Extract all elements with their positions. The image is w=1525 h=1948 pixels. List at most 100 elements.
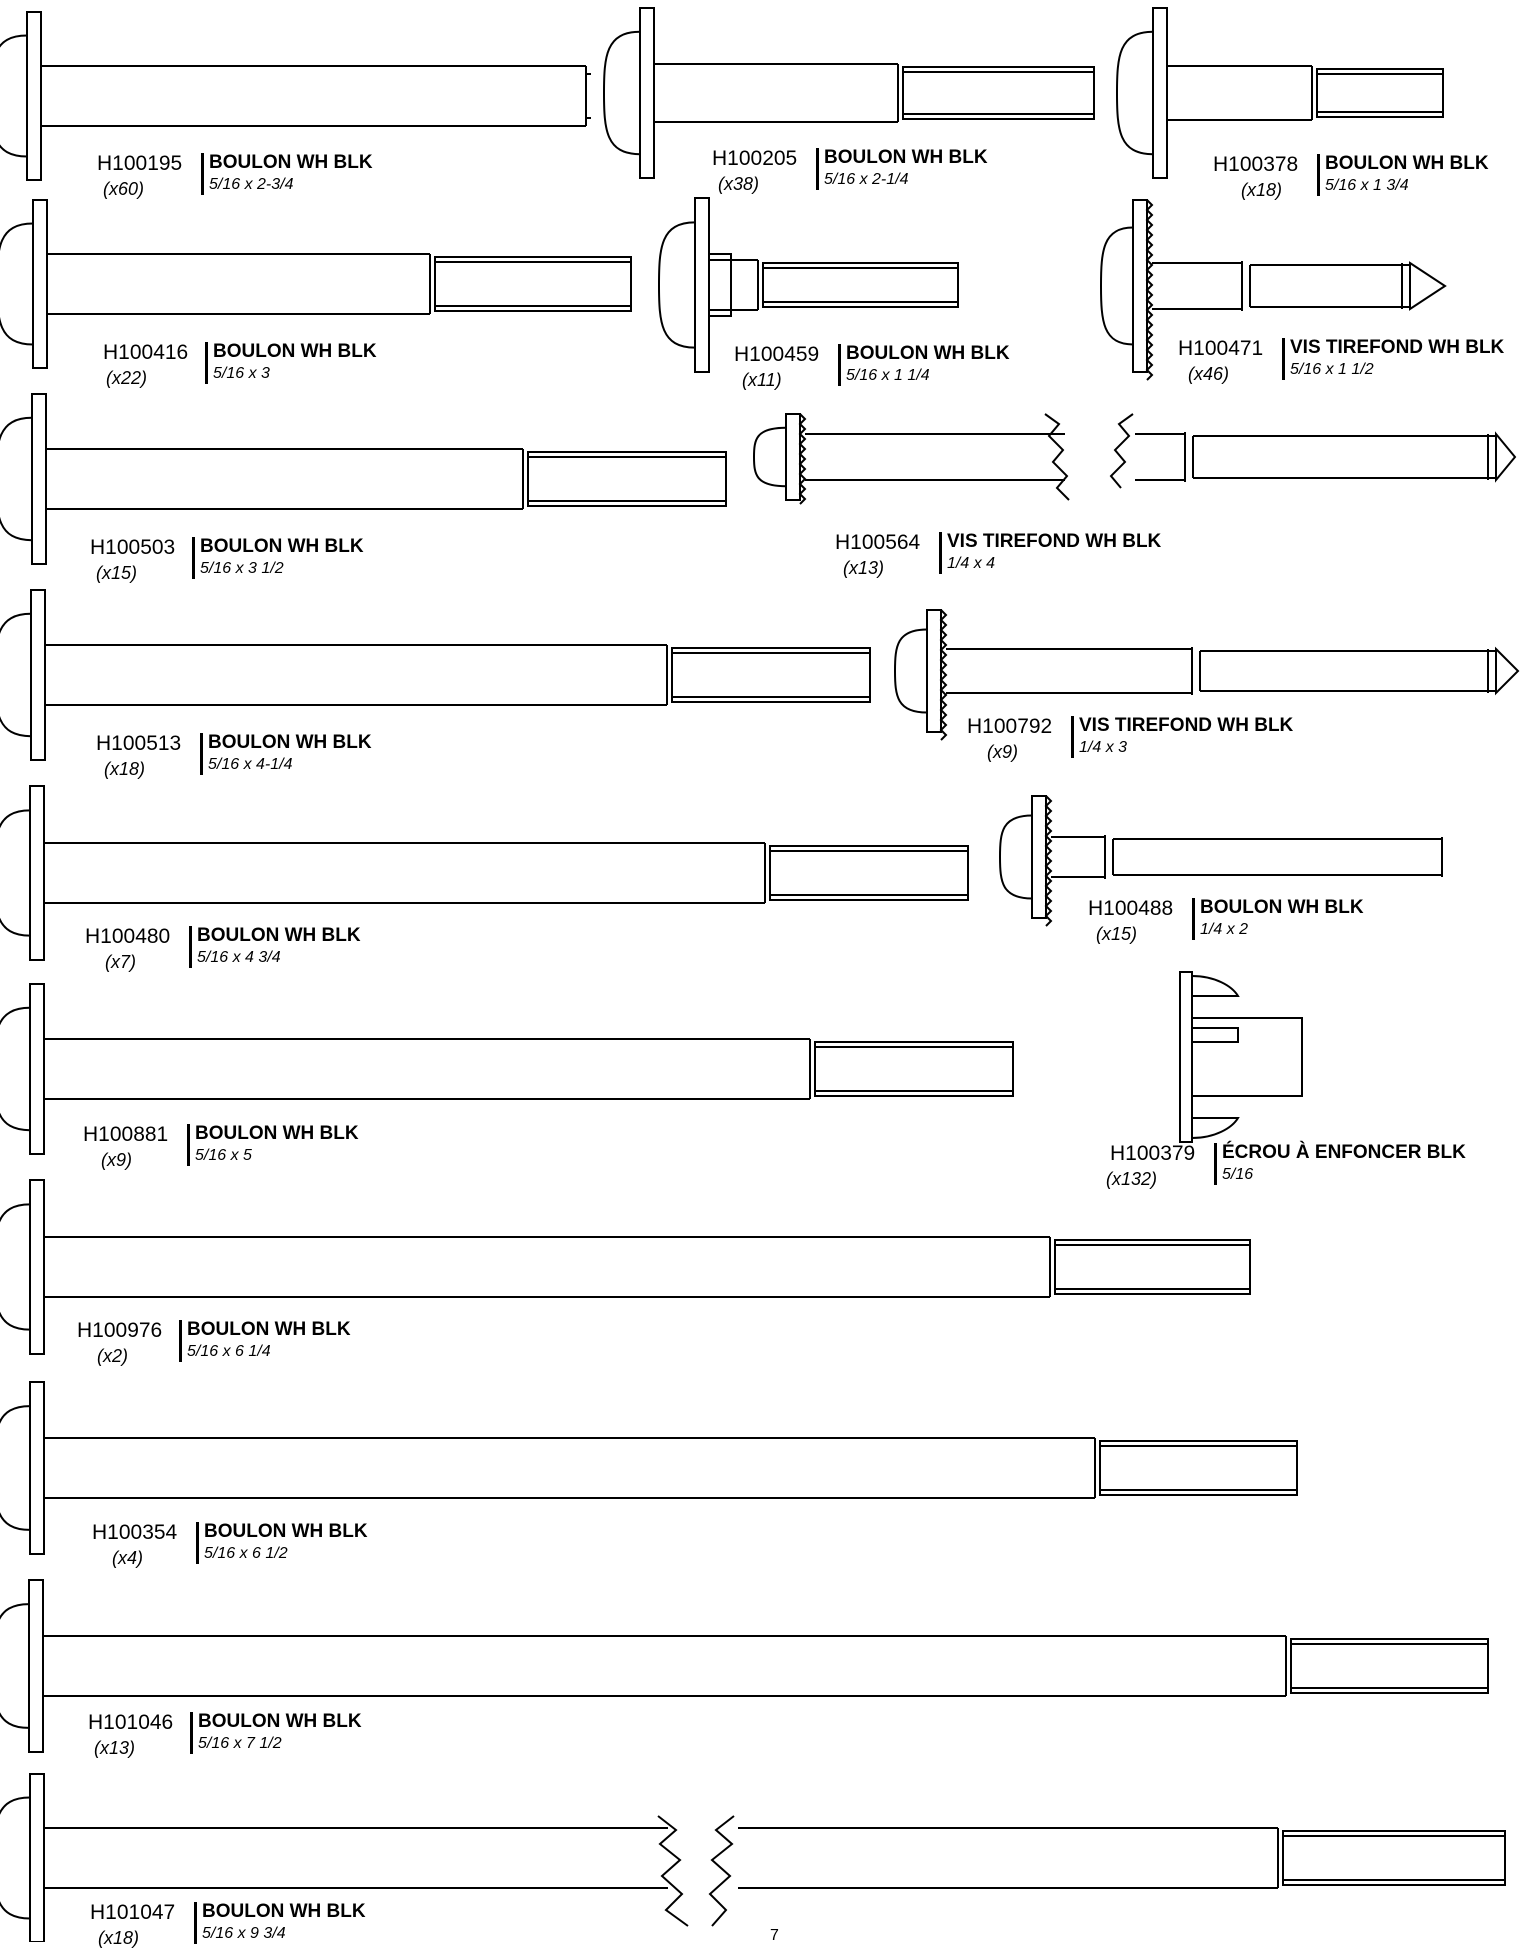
part-quantity: (x60) bbox=[103, 179, 145, 199]
part-description: BOULON WH BLK bbox=[213, 341, 377, 362]
part-quantity: (x9) bbox=[101, 1150, 132, 1170]
bolt-H100480 bbox=[0, 785, 969, 961]
bolt-H101047 bbox=[0, 1773, 1506, 1942]
part-quantity: (x18) bbox=[98, 1928, 140, 1948]
label-divider bbox=[190, 1712, 193, 1754]
part-quantity: (x22) bbox=[106, 368, 148, 388]
part-size: 5/16 x 7 1/2 bbox=[198, 1735, 282, 1752]
part-description: VIS TIREFOND WH BLK bbox=[1079, 715, 1294, 736]
part-size: 5/16 x 4-1/4 bbox=[208, 756, 293, 773]
part-size: 5/16 x 3 1/2 bbox=[200, 560, 284, 577]
part-size: 1/4 x 3 bbox=[1079, 739, 1128, 756]
part-quantity: (x11) bbox=[742, 370, 782, 390]
part-description: BOULON WH BLK bbox=[198, 1711, 362, 1732]
screw-H100471 bbox=[1099, 199, 1447, 381]
label-divider bbox=[838, 344, 841, 386]
part-size: 5/16 x 1 3/4 bbox=[1325, 177, 1409, 194]
bolt-H100881 bbox=[0, 983, 1014, 1155]
bolt-H100354 bbox=[0, 1381, 1298, 1555]
part-size: 1/4 x 4 bbox=[947, 555, 996, 572]
part-quantity: (x7) bbox=[105, 952, 136, 972]
label-divider bbox=[194, 1902, 197, 1944]
bolt-H100378 bbox=[1115, 7, 1444, 179]
label-divider bbox=[200, 733, 203, 775]
label-divider bbox=[939, 532, 942, 574]
part-size: 5/16 x 2-1/4 bbox=[824, 171, 909, 188]
bolt-H100205 bbox=[602, 7, 1095, 179]
label-divider bbox=[205, 342, 208, 384]
part-code: H100480 bbox=[85, 925, 171, 948]
screw-H100564 bbox=[752, 413, 1517, 505]
part-size: 1/4 x 2 bbox=[1200, 921, 1249, 938]
part-quantity: (x15) bbox=[1096, 924, 1138, 944]
part-description: BOULON WH BLK bbox=[197, 925, 361, 946]
screw-H100488 bbox=[998, 795, 1443, 927]
part-quantity: (x132) bbox=[1106, 1169, 1158, 1189]
part-code: H100488 bbox=[1088, 897, 1174, 920]
label-divider bbox=[192, 537, 195, 579]
bolt-H100503 bbox=[0, 393, 727, 565]
part-description: BOULON WH BLK bbox=[200, 536, 364, 557]
part-description: VIS TIREFOND WH BLK bbox=[947, 531, 1162, 552]
label-divider bbox=[1317, 154, 1320, 196]
part-description: BOULON WH BLK bbox=[1325, 153, 1489, 174]
part-code: H100205 bbox=[712, 147, 798, 170]
part-quantity: (x2) bbox=[97, 1346, 128, 1366]
part-code: H100195 bbox=[97, 152, 183, 175]
part-size: 5/16 x 2-3/4 bbox=[209, 176, 294, 193]
part-description: BOULON WH BLK bbox=[209, 152, 373, 173]
bolt-H100513 bbox=[0, 589, 871, 761]
part-code: H100564 bbox=[835, 531, 921, 554]
part-size: 5/16 x 1 1/4 bbox=[846, 367, 930, 384]
part-size: 5/16 x 3 bbox=[213, 365, 270, 382]
label-divider bbox=[189, 926, 192, 968]
label-divider bbox=[1282, 338, 1285, 380]
part-quantity: (x13) bbox=[843, 558, 885, 578]
bolt-H101046 bbox=[0, 1579, 1489, 1753]
label-divider bbox=[179, 1320, 182, 1362]
part-code: H100792 bbox=[967, 715, 1053, 738]
part-code: H100379 bbox=[1110, 1142, 1196, 1165]
tee-nut-H100379 bbox=[1179, 971, 1303, 1143]
part-code: H100881 bbox=[83, 1123, 169, 1146]
part-code: H101046 bbox=[88, 1711, 174, 1734]
part-quantity: (x18) bbox=[1241, 180, 1283, 200]
part-code: H100503 bbox=[90, 536, 176, 559]
part-code: H100378 bbox=[1213, 153, 1299, 176]
part-size: 5/16 bbox=[1222, 1166, 1254, 1183]
part-quantity: (x18) bbox=[104, 759, 146, 779]
part-description: ÉCROU À ENFONCER BLK bbox=[1222, 1142, 1466, 1163]
part-code: H100416 bbox=[103, 341, 189, 364]
label-divider bbox=[196, 1522, 199, 1564]
part-quantity: (x4) bbox=[112, 1548, 143, 1568]
part-description: BOULON WH BLK bbox=[208, 732, 372, 753]
part-quantity: (x13) bbox=[94, 1738, 136, 1758]
part-description: BOULON WH BLK bbox=[187, 1319, 351, 1340]
part-description: BOULON WH BLK bbox=[1200, 897, 1364, 918]
label-divider bbox=[201, 153, 204, 195]
label-divider bbox=[187, 1124, 190, 1166]
screw-H100792 bbox=[893, 609, 1520, 741]
part-code: H100354 bbox=[92, 1521, 178, 1544]
part-description: BOULON WH BLK bbox=[204, 1521, 368, 1542]
bolt-H100195 bbox=[0, 11, 591, 181]
bolt-H100459 bbox=[657, 197, 959, 373]
part-size: 5/16 x 6 1/2 bbox=[204, 1545, 288, 1562]
part-code: H100459 bbox=[734, 343, 820, 366]
bolt-H100976 bbox=[0, 1179, 1251, 1355]
part-size: 5/16 x 6 1/4 bbox=[187, 1343, 271, 1360]
part-description: BOULON WH BLK bbox=[195, 1123, 359, 1144]
bolt-H100416 bbox=[0, 199, 632, 369]
label-divider bbox=[1192, 898, 1195, 940]
part-size: 5/16 x 5 bbox=[195, 1147, 252, 1164]
part-code: H100976 bbox=[77, 1319, 163, 1342]
part-quantity: (x9) bbox=[987, 742, 1018, 762]
part-code: H100513 bbox=[96, 732, 182, 755]
part-code: H101047 bbox=[90, 1901, 176, 1924]
page-number: 7 bbox=[770, 1927, 779, 1944]
part-size: 5/16 x 4 3/4 bbox=[197, 949, 281, 966]
part-description: BOULON WH BLK bbox=[824, 147, 988, 168]
part-size: 5/16 x 1 1/2 bbox=[1290, 361, 1374, 378]
label-divider bbox=[816, 148, 819, 190]
part-description: BOULON WH BLK bbox=[846, 343, 1010, 364]
